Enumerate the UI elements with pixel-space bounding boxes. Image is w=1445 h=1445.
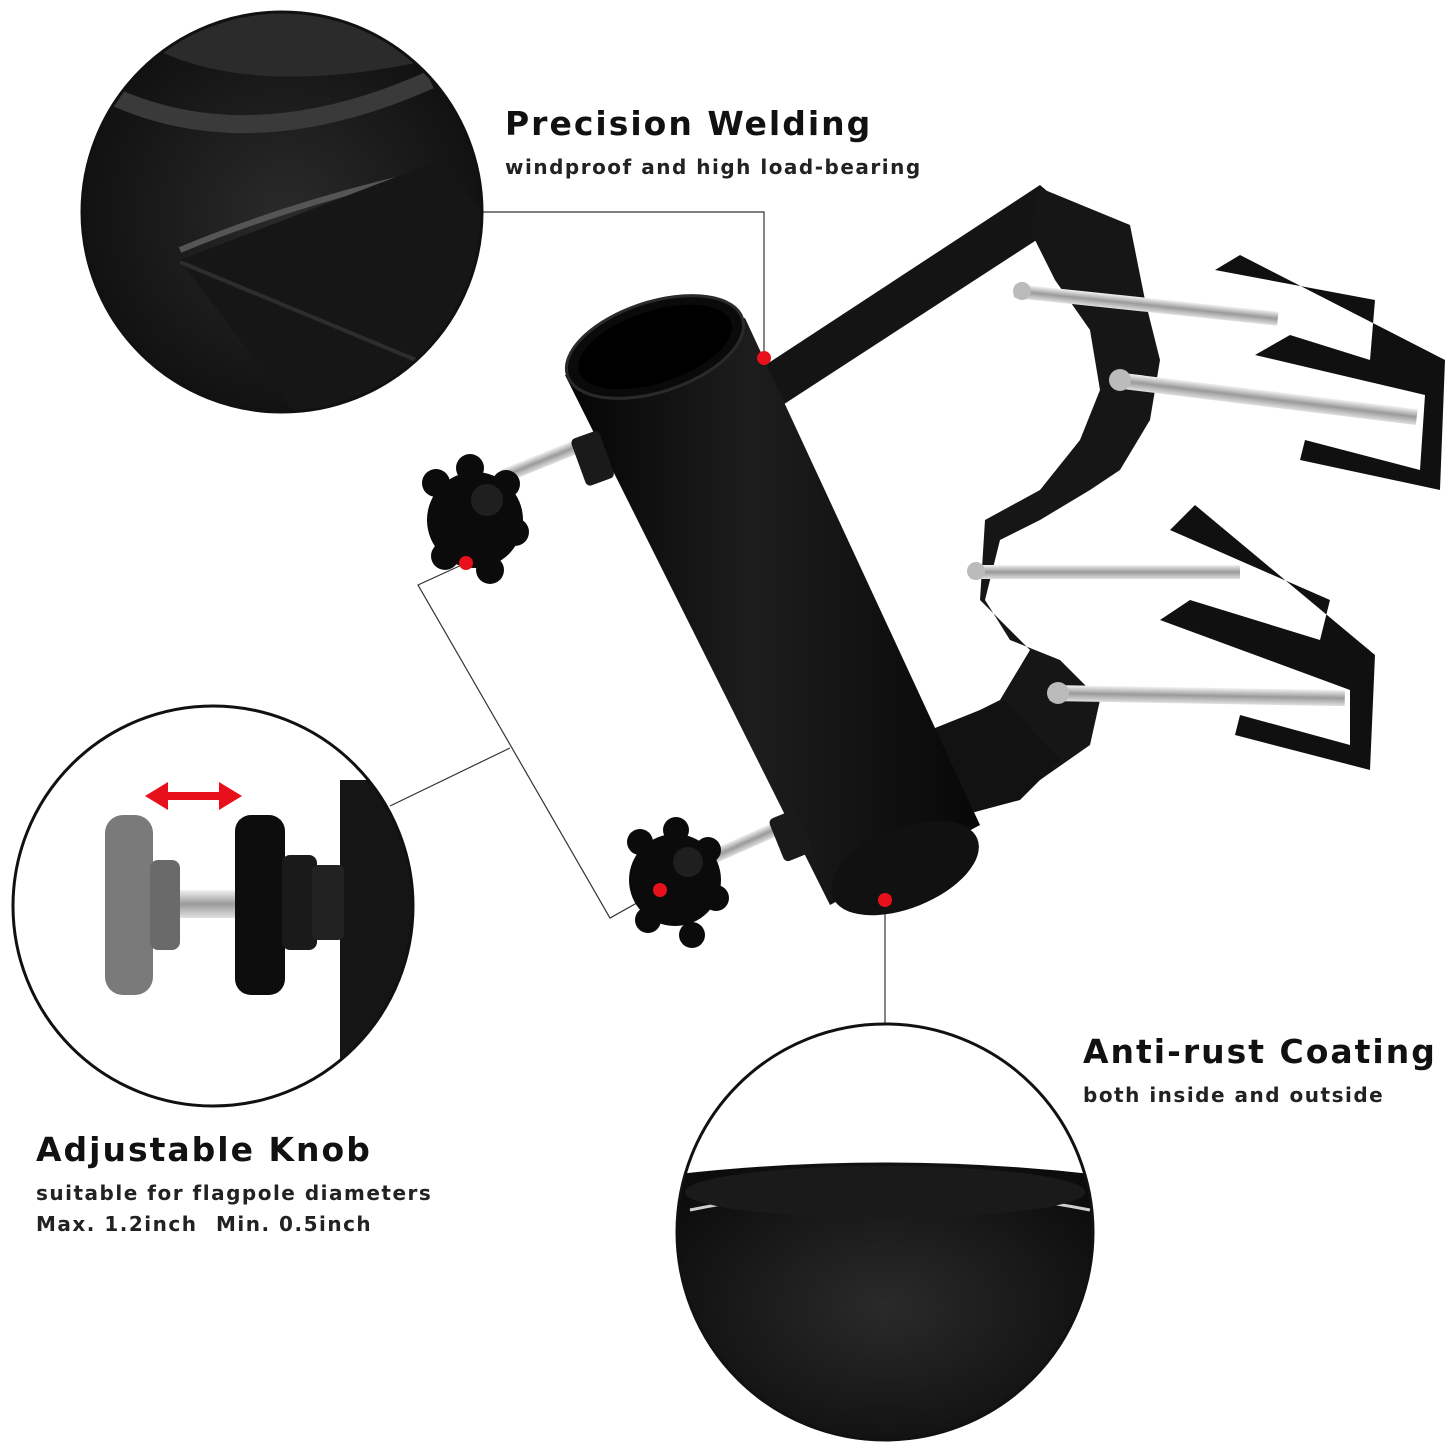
knob-title: Adjustable Knob [36, 1130, 372, 1169]
coating-zoom-circle [675, 1022, 1095, 1442]
star-knob-lower [627, 817, 729, 948]
knob-min-diameter: Min. 0.5inch [216, 1212, 373, 1236]
knob-subtitle: suitable for flagpole diameters [36, 1181, 433, 1205]
pole-tube [564, 294, 980, 916]
callout-dots [459, 351, 892, 907]
welding-leader-line [482, 211, 765, 358]
welding-title: Precision Welding [505, 104, 873, 143]
tube-knob-screws [500, 431, 812, 868]
callout-dot [653, 883, 667, 897]
knob-zoom-circle [11, 704, 415, 1108]
callout-dot [459, 556, 473, 570]
knob-max-diameter: Max. 1.2inch [36, 1212, 198, 1236]
star-knob-upper [422, 454, 529, 584]
knob-leader-line [417, 562, 661, 919]
callout-lines [389, 211, 886, 1026]
double-arrow-icon [145, 782, 242, 810]
coating-subtitle: both inside and outside [1083, 1083, 1385, 1107]
coating-title: Anti-rust Coating [1083, 1032, 1437, 1071]
clamp-bolts [967, 282, 1418, 707]
callout-dot [878, 893, 892, 907]
welding-subtitle: windproof and high load-bearing [505, 155, 922, 179]
clamp-jaws [1160, 255, 1445, 770]
callout-dot [757, 351, 771, 365]
knob-leader-line-2 [389, 747, 511, 807]
welding-zoom-circle [80, 10, 484, 414]
